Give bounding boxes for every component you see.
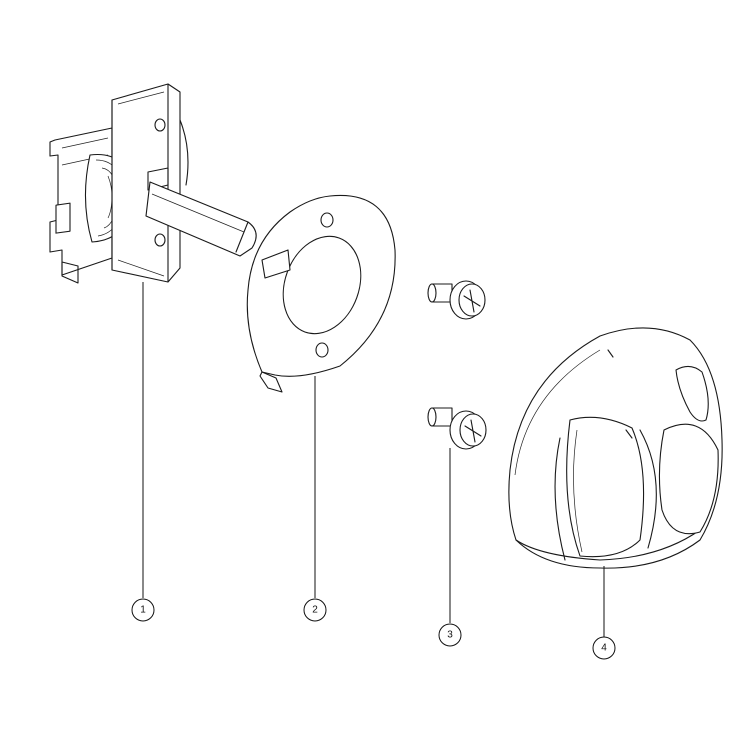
callout-3: 3 — [438, 623, 462, 647]
part-2-trim-ring — [246, 194, 396, 393]
callout-label-1: 1 — [140, 605, 146, 616]
callout-2: 2 — [303, 598, 327, 622]
callout-4: 4 — [592, 636, 616, 660]
callout-label-2: 2 — [312, 605, 318, 616]
part-1-rotary-switch — [49, 83, 257, 284]
callout-label-4: 4 — [601, 643, 607, 654]
part-3-screw-upper — [427, 280, 486, 320]
callout-label-3: 3 — [447, 630, 453, 641]
part-3-screw-lower — [427, 407, 487, 450]
part-4-control-knob — [508, 327, 723, 569]
callout-1: 1 — [131, 598, 155, 622]
